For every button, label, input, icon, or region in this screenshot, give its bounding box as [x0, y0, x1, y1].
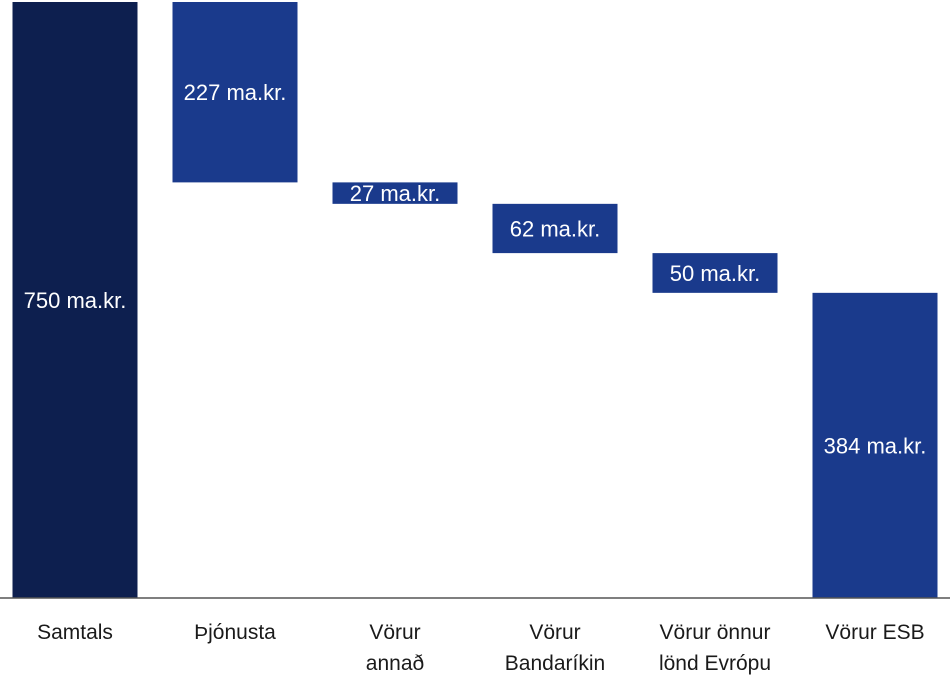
category-labels: Samtals Þjónusta Vörur annað VörurBandaríkin…	[37, 621, 925, 675]
category-label-2-line-0: Vörur	[369, 621, 420, 644]
bar-3	[492, 203, 618, 254]
category-label-3-line-1: Bandaríkin	[505, 652, 605, 675]
category-label-4-line-1: lönd Evrópu	[659, 652, 771, 675]
category-label-0-line-0: Samtals	[37, 621, 113, 644]
category-label-5-line-0: Vörur ESB	[825, 621, 924, 644]
bar-value-label-4: 50 ma.kr.	[670, 261, 760, 286]
bar-value-label-1: 227 ma.kr.	[184, 80, 287, 105]
bar-5	[812, 292, 938, 598]
bar-value-label-2: 27 ma.kr.	[350, 181, 440, 206]
bar-1	[172, 2, 298, 183]
bars-group: 750 ma.kr. 227 ma.kr. 27 ma.kr. 62 ma.kr. 50…	[12, 2, 938, 598]
bar-4	[652, 253, 778, 293]
bar-0	[12, 2, 138, 598]
category-label-1-line-0: Þjónusta	[194, 621, 276, 644]
bar-value-label-3: 62 ma.kr.	[510, 216, 600, 241]
category-label-4-line-0: Vörur önnur	[660, 621, 771, 644]
bar-value-label-5: 384 ma.kr.	[824, 433, 927, 458]
bar-value-label-0: 750 ma.kr.	[24, 288, 127, 313]
category-label-3-line-0: Vörur	[529, 621, 580, 644]
category-label-2-line-1: annað	[366, 652, 424, 675]
bar-2	[332, 182, 458, 204]
